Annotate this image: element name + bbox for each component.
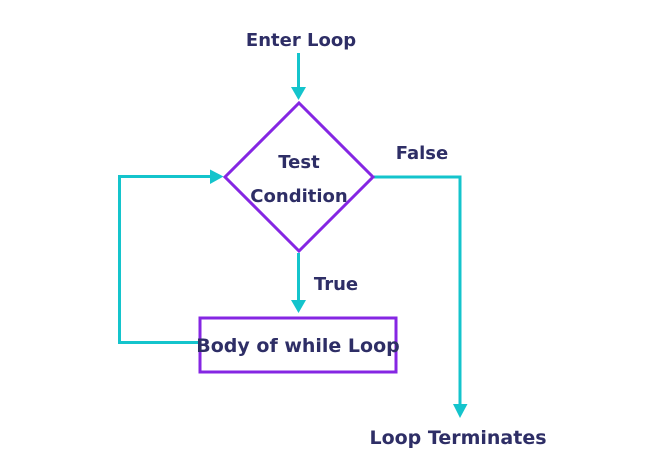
loop-body-label: Body of while Loop	[196, 335, 400, 357]
edge-false-branch	[374, 175, 468, 418]
loop-body-node	[198, 316, 398, 374]
decision-label-line1: Test	[278, 152, 320, 173]
arrowhead-down-icon	[291, 87, 306, 100]
arrowhead-down-icon	[291, 300, 306, 313]
arrowhead-down-icon	[453, 404, 468, 418]
edge-false-line	[374, 175, 462, 405]
arrowhead-right-icon	[210, 169, 224, 184]
edge-loopback-line	[118, 175, 210, 344]
true-branch-label: True	[314, 274, 358, 295]
decision-diamond-node	[222, 100, 376, 254]
edge-true-branch	[291, 253, 306, 313]
false-branch-label: False	[396, 143, 448, 164]
loop-terminates-label: Loop Terminates	[369, 427, 546, 449]
decision-label-line2: Condition	[250, 186, 347, 207]
enter-loop-label: Enter Loop	[246, 30, 356, 51]
edge-enter-to-decision	[291, 53, 306, 100]
edge-loop-back	[118, 169, 224, 344]
